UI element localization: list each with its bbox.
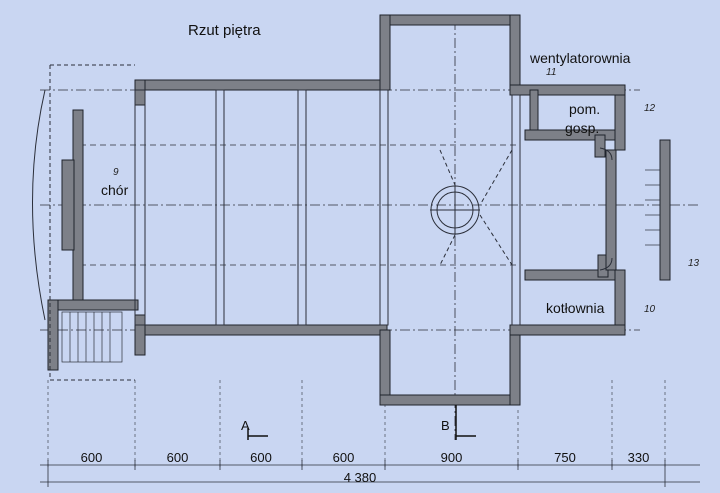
section-mark-a: A (241, 418, 250, 433)
dimension-total: 4 380 (343, 470, 377, 485)
dimension-segment-1: 600 (80, 450, 103, 465)
room-label-chor: chór (101, 182, 129, 198)
room-label-pom-line1: pom. (569, 101, 601, 117)
room-number-wentylatorownia: 11 (546, 67, 557, 78)
room-number-pom-gosp: 12 (644, 103, 656, 114)
dimension-segment-3: 600 (250, 450, 272, 465)
room-label-wentylatorownia: wentylatorownia (530, 50, 631, 66)
section-mark-b: B (441, 418, 450, 433)
room-number-kotlownia: 10 (644, 304, 656, 315)
room-label-pom-line2: gosp. (565, 120, 600, 136)
room-number-chor: 9 (113, 167, 119, 178)
dimension-segment-5: 900 (440, 450, 463, 465)
dimension-segment-4: 600 (332, 450, 355, 465)
drawing-title: Rzut piętra (188, 22, 261, 39)
room-number-13: 13 (688, 258, 700, 269)
dimension-segment-2: 600 (166, 450, 189, 465)
room-label-kotlownia: kotłownia (546, 300, 605, 316)
dimension-segment-6: 750 (554, 450, 576, 465)
dimension-segment-7: 330 (627, 450, 650, 465)
